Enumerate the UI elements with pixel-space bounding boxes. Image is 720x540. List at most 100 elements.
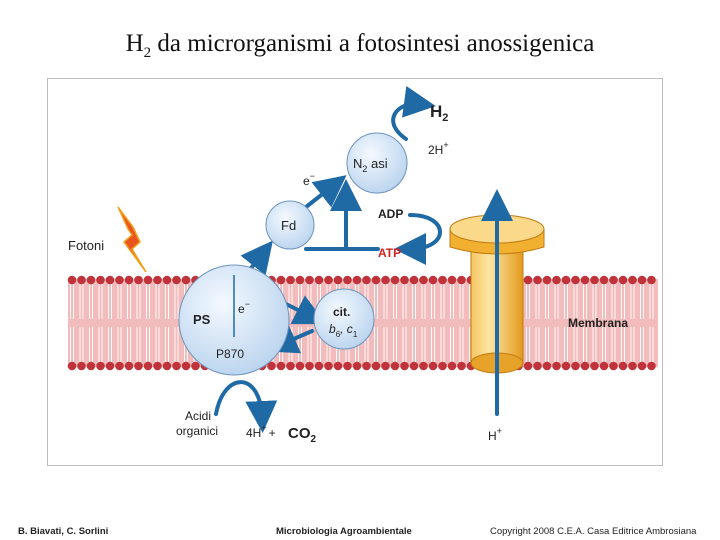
lipid-head xyxy=(533,275,542,285)
lipid-head xyxy=(637,361,647,371)
lipid-head xyxy=(105,275,115,285)
lipid-head xyxy=(533,361,542,371)
label-2h-plus: 2H+ xyxy=(428,140,449,157)
lipid-tail xyxy=(640,327,644,362)
lipid-head xyxy=(523,275,533,285)
lipid-head xyxy=(276,275,286,285)
lipid-head xyxy=(381,361,390,371)
label-co2: CO2 xyxy=(288,425,317,445)
lipid-tail xyxy=(79,284,84,319)
lipid-head xyxy=(191,361,200,371)
lipid-head xyxy=(324,361,333,371)
lipid-head xyxy=(580,275,590,285)
label-electron-ps: e− xyxy=(238,299,250,316)
lipid-head xyxy=(124,275,134,285)
lipid-head xyxy=(86,275,96,285)
lipid-tail xyxy=(70,327,74,362)
lipid-head xyxy=(162,361,172,371)
lipid-head xyxy=(162,275,172,285)
lipid-tail xyxy=(459,327,464,362)
lipid-head xyxy=(580,361,590,371)
lipid-head xyxy=(618,361,628,371)
lipid-head xyxy=(67,275,77,285)
lipid-head xyxy=(438,275,447,285)
lipid-head xyxy=(618,275,628,285)
arrow-adp-to-atp xyxy=(394,213,442,265)
lipid-tail xyxy=(174,327,179,362)
label-h2: H2 xyxy=(430,102,448,124)
lipid-head xyxy=(609,275,618,285)
label-fd: Fd xyxy=(281,218,296,233)
lipid-head xyxy=(295,275,305,285)
lipid-head xyxy=(105,361,115,371)
lipid-tail xyxy=(146,327,150,362)
lipid-tail xyxy=(649,327,654,362)
lipid-tail xyxy=(564,327,568,362)
label-b6-c1: b6, c1 xyxy=(329,322,358,339)
label-n2asi: N2 asi xyxy=(353,156,388,174)
lipid-head xyxy=(409,275,419,285)
lipid-head xyxy=(172,361,181,371)
lipid-head xyxy=(590,361,599,371)
lipid-tail xyxy=(649,284,654,319)
lipid-tail xyxy=(640,284,644,319)
lipid-tail xyxy=(630,284,635,319)
lipid-head xyxy=(333,275,343,285)
lipid-head xyxy=(362,275,371,285)
lipid-head xyxy=(647,361,656,371)
lipid-tail xyxy=(621,327,625,362)
lipid-tail xyxy=(146,284,150,319)
lipid-head xyxy=(419,275,428,285)
label-membrana: Membrana xyxy=(568,316,628,330)
lipid-tail xyxy=(402,327,407,362)
lipid-head xyxy=(181,361,191,371)
lipid-tail xyxy=(526,284,530,319)
lipid-tail xyxy=(117,284,122,319)
lipid-head xyxy=(96,275,105,285)
lipid-head xyxy=(314,275,324,285)
lipid-head xyxy=(552,361,561,371)
lipid-head xyxy=(96,361,105,371)
lipid-head xyxy=(428,275,438,285)
label-organici: organici xyxy=(176,424,218,438)
lipid-tail xyxy=(98,284,103,319)
lipid-tail xyxy=(89,327,93,362)
atp-synthase xyxy=(449,214,545,374)
lipid-tail xyxy=(602,327,606,362)
lipid-head xyxy=(77,361,86,371)
lipid-tail xyxy=(155,284,160,319)
lipid-tail xyxy=(526,327,530,362)
lipid-tail xyxy=(592,327,597,362)
lipid-tail xyxy=(421,327,426,362)
footer-copyright: Copyright 2008 C.E.A. Casa Editrice Ambr… xyxy=(490,526,697,537)
lipid-head xyxy=(371,361,381,371)
lipid-head xyxy=(571,361,580,371)
lipid-tail xyxy=(117,327,122,362)
lipid-head xyxy=(542,275,552,285)
lipid-head xyxy=(599,361,609,371)
lipid-head xyxy=(67,361,77,371)
arrow-fd-to-n2asi xyxy=(304,175,347,209)
lipid-head xyxy=(305,361,314,371)
lipid-tail xyxy=(450,327,454,362)
lipid-head xyxy=(153,361,162,371)
lipid-tail xyxy=(383,327,388,362)
lipid-head xyxy=(390,275,400,285)
lipid-head xyxy=(381,275,390,285)
lipid-head xyxy=(457,361,466,371)
lipid-tail xyxy=(89,284,93,319)
lipid-head xyxy=(267,361,276,371)
lipid-head xyxy=(286,275,295,285)
lipid-head xyxy=(542,361,552,371)
arrow-cyt-to-ps xyxy=(265,323,314,354)
lipid-tail xyxy=(136,284,141,319)
lipid-head xyxy=(561,275,571,285)
label-4h-plus: 4H++ xyxy=(246,423,276,440)
lipid-head xyxy=(428,361,438,371)
arrow-h2-evolution xyxy=(391,85,436,141)
lipid-tail xyxy=(545,327,549,362)
label-p870: P870 xyxy=(216,347,244,361)
lipid-tail xyxy=(554,284,559,319)
lipid-tail xyxy=(440,284,445,319)
fd-circle xyxy=(265,200,315,250)
